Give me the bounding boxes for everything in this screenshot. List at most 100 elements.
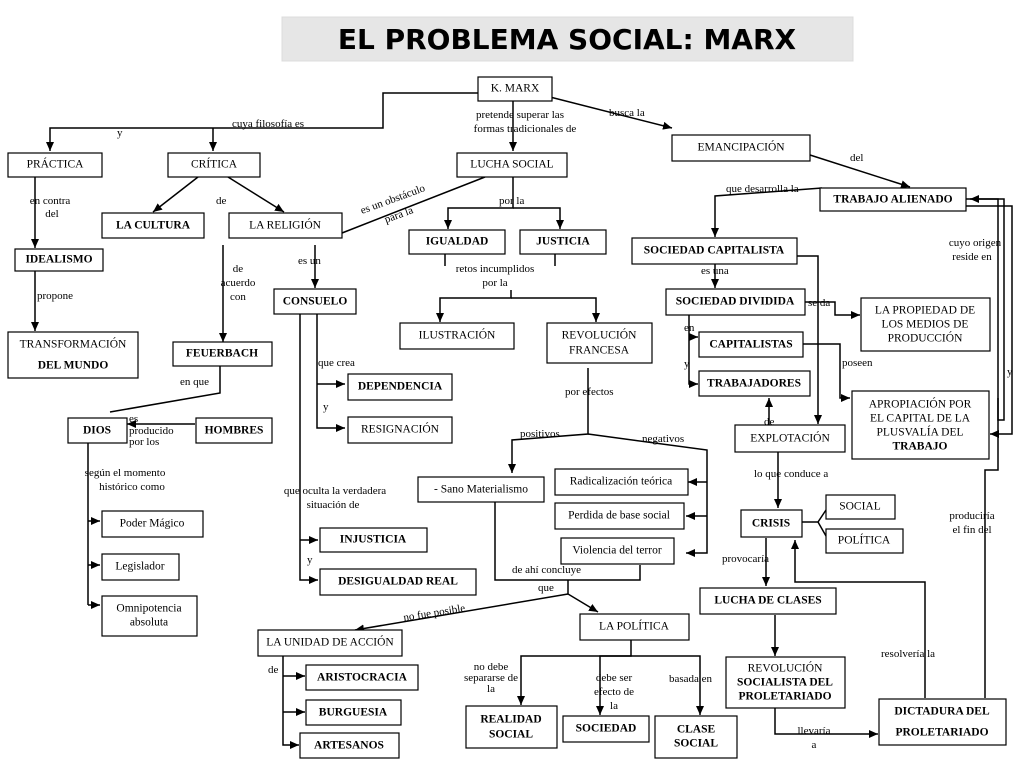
node-hombres[interactable]: HOMBRES xyxy=(195,417,273,444)
label-lo-que-conduce: lo que conduce a xyxy=(754,468,828,480)
edge-trabajo-sociedad-capitalista xyxy=(711,187,823,237)
node-explotacion[interactable]: EXPLOTACIÓN xyxy=(734,424,846,453)
node-poder-magico[interactable]: Poder Mágico xyxy=(101,510,204,538)
label-segun-2: histórico como xyxy=(99,481,165,493)
node-radicalizacion[interactable]: Radicalización teórica xyxy=(554,468,689,496)
node-critica[interactable]: CRÍTICA xyxy=(167,152,261,178)
node-sano-materialismo[interactable]: - Sano Materialismo xyxy=(417,476,545,503)
node-artesanos[interactable]: ARTESANOS xyxy=(299,732,400,759)
node-aristocracia[interactable]: ARISTOCRACIA xyxy=(305,664,419,691)
node-sano-materialismo-label: - Sano Materialismo xyxy=(434,484,528,496)
label-de-acuerdo-3: con xyxy=(230,291,246,303)
node-aristocracia-label: ARISTOCRACIA xyxy=(317,672,408,684)
node-dependencia[interactable]: DEPENDENCIA xyxy=(347,373,453,401)
node-sociedad-capitalista[interactable]: SOCIEDAD CAPITALISTA xyxy=(631,237,798,265)
label-busca-la: busca la xyxy=(609,107,645,119)
node-crisis[interactable]: CRISIS xyxy=(740,509,803,538)
node-violencia-terror[interactable]: Violencia del terror xyxy=(560,537,675,565)
node-omnipotencia[interactable]: Omnipotencia absoluta xyxy=(101,595,198,637)
label-cuyo-origen-2: reside en xyxy=(952,251,992,263)
edge-retos-ilustracion xyxy=(436,290,512,322)
node-emancipacion[interactable]: EMANCIPACIÓN xyxy=(671,134,811,162)
node-hombres-label: HOMBRES xyxy=(205,425,264,437)
edge-politica-clase xyxy=(631,655,704,715)
node-apropiacion-plusvalia[interactable]: APROPIACIÓN POR EL CAPITAL DE LA PLUSVAL… xyxy=(851,390,990,460)
node-la-cultura[interactable]: LA CULTURA xyxy=(101,212,205,239)
node-justicia[interactable]: JUSTICIA xyxy=(519,229,607,255)
node-sociedad-dividida[interactable]: SOCIEDAD DIVIDIDA xyxy=(665,288,806,316)
label-segun-1: según el momento xyxy=(85,467,166,479)
node-revolucion-francesa[interactable]: REVOLUCIÓN FRANCESA xyxy=(546,322,653,364)
node-la-politica[interactable]: LA POLÍTICA xyxy=(579,613,690,641)
node-ilustracion[interactable]: ILUSTRACIÓN xyxy=(399,322,515,350)
node-feuerbach[interactable]: FEUERBACH xyxy=(172,341,273,367)
node-perdida-base[interactable]: Perdida de base social xyxy=(554,502,685,530)
label-negativos: negativos xyxy=(642,433,684,445)
title-background xyxy=(281,16,854,62)
label-que-crea: que crea xyxy=(318,357,355,369)
node-lucha-social[interactable]: LUCHA SOCIAL xyxy=(456,152,568,178)
node-realidad-social[interactable]: REALIDAD SOCIAL xyxy=(465,705,558,749)
node-trabajadores-label: TRABAJADORES xyxy=(707,378,801,390)
edge-concluye-unidad xyxy=(354,593,569,633)
node-idealismo[interactable]: IDEALISMO xyxy=(14,248,104,272)
node-explotacion-label: EXPLOTACIÓN xyxy=(750,431,830,445)
label-pretende-2: formas tradicionales de xyxy=(474,123,577,135)
edge-marx-practica xyxy=(46,92,478,151)
node-trabajo-alienado[interactable]: TRABAJO ALIENADO xyxy=(819,187,967,212)
node-capitalistas[interactable]: CAPITALISTAS xyxy=(698,331,804,358)
node-trabajadores[interactable]: TRABAJADORES xyxy=(698,370,811,397)
edge-feuerbach-dios xyxy=(109,366,221,413)
node-dios[interactable]: DIOS xyxy=(67,417,128,444)
node-la-religion[interactable]: LA RELIGIÓN xyxy=(228,212,343,239)
node-dictadura-proletariado[interactable]: DICTADURA DEL PROLETARIADO xyxy=(878,698,1007,746)
node-k-marx[interactable]: K. MARX xyxy=(477,76,553,102)
node-sociedad[interactable]: SOCIEDAD xyxy=(562,715,650,743)
node-propiedad-medios[interactable]: LA PROPIEDAD DE LOS MEDIOS DE PRODUCCIÓN xyxy=(860,297,991,352)
edge-concluye-politica xyxy=(567,580,599,613)
node-apropiacion-label-3: PLUSVALÍA DEL xyxy=(876,425,963,439)
node-lucha-de-clases[interactable]: LUCHA DE CLASES xyxy=(699,587,837,615)
label-poseen: poseen xyxy=(842,357,873,369)
node-sociedad-label: SOCIEDAD xyxy=(576,723,637,735)
node-politica-crisis[interactable]: POLÍTICA xyxy=(825,528,904,554)
label-por-la: por la xyxy=(499,195,524,207)
label-en: en xyxy=(684,322,695,334)
node-unidad-accion[interactable]: LA UNIDAD DE ACCIÓN xyxy=(257,629,403,657)
edge-capitalistas-apropiacion xyxy=(803,343,850,402)
node-legislador[interactable]: Legislador xyxy=(101,553,180,581)
node-lucha-social-label: LUCHA SOCIAL xyxy=(470,159,553,171)
label-produciria-2: el fin del xyxy=(952,524,991,536)
label-que: que xyxy=(538,582,554,594)
node-injusticia[interactable]: INJUSTICIA xyxy=(319,527,428,553)
label-del: del xyxy=(850,152,863,164)
node-unidad-accion-label: LA UNIDAD DE ACCIÓN xyxy=(266,635,394,649)
node-desigualdad-real[interactable]: DESIGUALDAD REAL xyxy=(319,568,477,596)
node-igualdad[interactable]: IGUALDAD xyxy=(408,229,506,255)
node-social[interactable]: SOCIAL xyxy=(825,494,896,520)
node-practica[interactable]: PRÁCTICA xyxy=(7,152,103,178)
edge-lucha-igualdad xyxy=(444,177,514,229)
node-social-label: SOCIAL xyxy=(839,501,881,513)
node-burguesia[interactable]: BURGUESIA xyxy=(305,699,402,726)
node-dios-label: DIOS xyxy=(83,425,111,437)
label-positivos: positivos xyxy=(520,428,560,440)
node-lucha-clases-label: LUCHA DE CLASES xyxy=(714,595,821,607)
node-revolucion-socialista[interactable]: REVOLUCIÓN SOCIALISTA DEL PROLETARIADO xyxy=(725,656,846,709)
node-apropiacion-label-4: TRABAJO xyxy=(893,441,948,453)
node-realidad-social-label-2: SOCIAL xyxy=(489,729,533,741)
node-resignacion[interactable]: RESIGNACIÓN xyxy=(347,416,453,444)
node-feuerbach-label: FEUERBACH xyxy=(186,348,258,360)
node-propiedad-label-1: LA PROPIEDAD DE xyxy=(875,305,975,317)
label-cuyo-origen-1: cuyo origen xyxy=(949,237,1002,249)
node-trabajo-alienado-label: TRABAJO ALIENADO xyxy=(833,194,952,206)
label-retos-1: retos incumplidos xyxy=(456,263,535,275)
edge-fin-trabajo xyxy=(970,195,1005,421)
label-y-top: y xyxy=(117,127,123,139)
label-de-unidad: de xyxy=(268,664,279,676)
node-clase-social[interactable]: CLASE SOCIAL xyxy=(654,715,738,759)
node-transformacion[interactable]: TRANSFORMACIÓN DEL MUNDO xyxy=(7,331,139,379)
label-de-explot: de xyxy=(764,416,775,428)
node-consuelo[interactable]: CONSUELO xyxy=(273,288,357,315)
